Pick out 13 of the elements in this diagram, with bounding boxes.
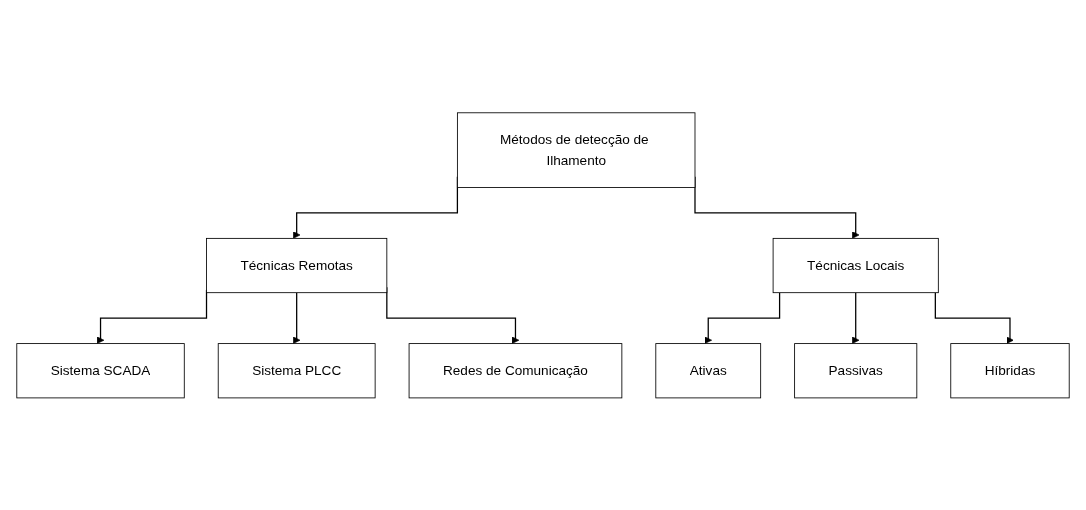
arrow bbox=[934, 291, 1014, 344]
node-box: Métodos de detecção de Ilhamento bbox=[456, 112, 696, 188]
node-box: Passivas bbox=[794, 342, 918, 398]
node-box: Técnicas Locais bbox=[772, 237, 939, 293]
node-box: Híbridas bbox=[950, 342, 1070, 398]
arrow bbox=[852, 291, 860, 344]
node-box: Técnicas Remotas bbox=[206, 237, 388, 293]
node-box: Sistema SCADA bbox=[16, 342, 185, 398]
arrow bbox=[704, 291, 781, 344]
node-box: Redes de Comunicação bbox=[408, 342, 623, 398]
node-box: Ativas bbox=[655, 342, 762, 398]
arrow bbox=[292, 291, 301, 344]
node-box: Sistema PLCC bbox=[217, 342, 376, 398]
